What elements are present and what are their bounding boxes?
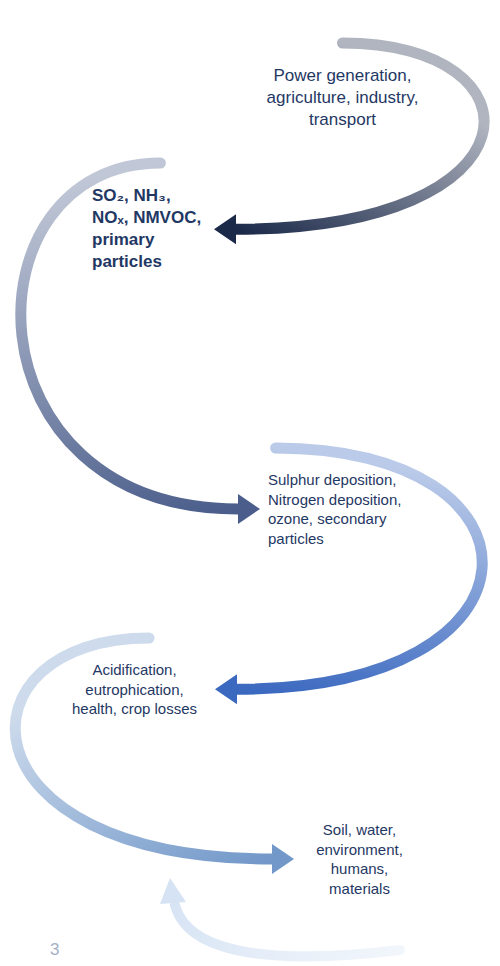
arrow-head [214, 214, 236, 244]
arrow-stroke [21, 163, 238, 509]
arrow-stroke [15, 638, 272, 859]
flow-stage: Soil, water, environment, humans, materi… [302, 820, 417, 898]
flow-arrow [15, 638, 294, 874]
arrow-head [272, 844, 294, 874]
stage-text: SO₂, NH₃, NOₓ, NMVOC, primary particles [92, 185, 206, 273]
fading-arrow-head [160, 878, 186, 904]
arrow-head [238, 494, 260, 524]
stage-text: Acidification, eutrophication, health, c… [62, 660, 207, 719]
flow-arrow [215, 448, 482, 704]
flow-stage: Power generation, agriculture, industry,… [245, 65, 440, 131]
stage-text: Soil, water, environment, humans, materi… [302, 820, 417, 898]
page-number: 3 [50, 940, 59, 960]
arrow-stroke [236, 43, 484, 229]
arrow-head [215, 674, 237, 704]
arrow-stroke [237, 448, 482, 689]
flow-stage: Acidification, eutrophication, health, c… [62, 660, 207, 719]
fading-arrow [175, 905, 400, 956]
stage-text: Sulphur deposition, Nitrogen deposition,… [268, 470, 420, 548]
flow-stage: SO₂, NH₃, NOₓ, NMVOC, primary particles [92, 185, 206, 273]
flow-arrow [214, 43, 484, 244]
stage-text: Power generation, agriculture, industry,… [245, 65, 440, 131]
flow-stage: Sulphur deposition, Nitrogen deposition,… [268, 470, 420, 548]
flow-arrow [21, 163, 260, 524]
